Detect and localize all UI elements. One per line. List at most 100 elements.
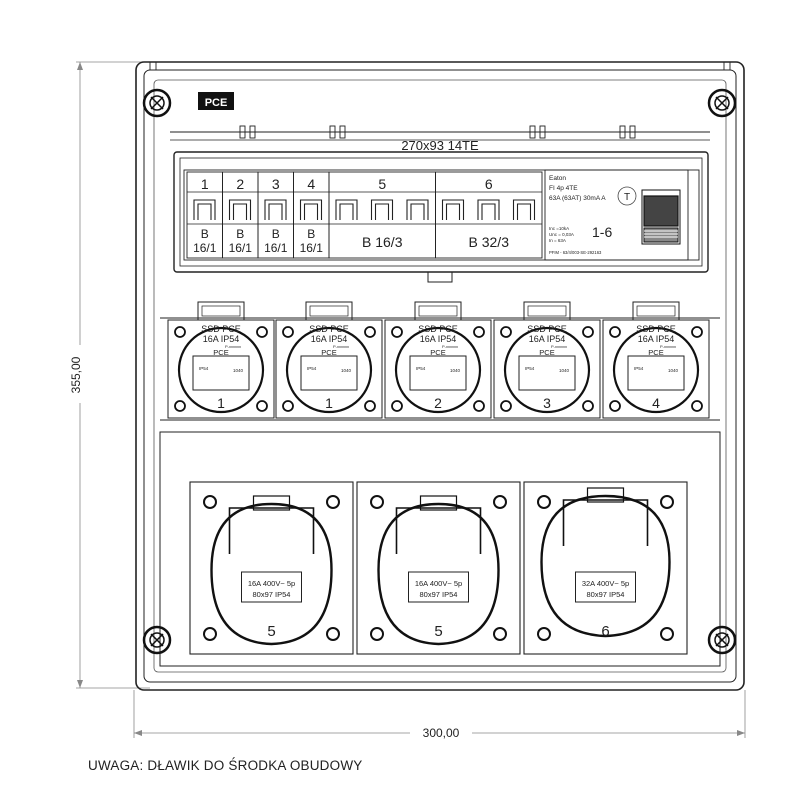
mount-screw-icon — [473, 400, 485, 412]
mount-screw-icon — [493, 495, 507, 509]
cee-label-line-2: 80x97 IP54 — [420, 590, 458, 599]
mount-screw-icon — [203, 495, 217, 509]
enclosure-size-label: 270x93 14TE — [401, 138, 479, 153]
socket-circuit-number: 1 — [217, 395, 225, 411]
socket-code: 1040 — [668, 368, 679, 373]
breaker-rating: B 32/3 — [469, 234, 510, 250]
dimension-height: 355,00 — [69, 356, 83, 393]
breaker-number: 6 — [485, 176, 493, 192]
socket-sub: P-xxxxxx — [442, 344, 458, 349]
mount-screw-icon — [660, 495, 674, 509]
installation-note: UWAGA: DŁAWIK DO ŚRODKA OBUDOWY — [88, 758, 363, 773]
mount-screw-icon — [609, 400, 621, 412]
rcd-line-2: FI 4p 4TE — [549, 185, 578, 192]
socket-circuit-number: 4 — [652, 395, 660, 411]
socket-rating: 16A IP54 — [311, 334, 348, 344]
rcd-spec-1: Inc =10kA — [549, 226, 569, 231]
mount-screw-icon — [326, 495, 340, 509]
mount-screw-icon — [582, 326, 594, 338]
mount-screw-icon — [391, 400, 403, 412]
rcd-line-3: 63A (63AT) 30mA A — [549, 195, 606, 202]
corner-screw-top-left — [142, 88, 172, 118]
cee-label-line-2: 80x97 IP54 — [253, 590, 291, 599]
socket-code: 1040 — [559, 368, 570, 373]
cee-label-line-1: 32A 400V~ 5p — [582, 579, 629, 588]
mount-screw-icon — [537, 627, 551, 641]
rcd-test-button — [617, 186, 637, 206]
mount-screw-icon — [256, 326, 268, 338]
breaker-number: 4 — [307, 176, 315, 192]
socket-logo: PCE — [321, 348, 336, 357]
mount-screw-icon — [326, 627, 340, 641]
corner-screw-bottom-right — [707, 625, 737, 655]
socket-sub: P-xxxxxx — [551, 344, 567, 349]
socket-rating: 16A IP54 — [420, 334, 457, 344]
socket-ip: IP54 — [307, 366, 317, 371]
socket-logo: PCE — [430, 348, 445, 357]
breaker-rating-value: 16/1 — [193, 241, 217, 255]
socket-sub: P-xxxxxx — [333, 344, 349, 349]
breaker-6: 6 B 32/3 — [435, 171, 543, 259]
mount-screw-icon — [691, 400, 703, 412]
mount-screw-icon — [660, 627, 674, 641]
cee-circuit-number: 5 — [267, 623, 275, 640]
breaker-rating-curve: B — [201, 227, 209, 241]
socket-code: 1040 — [341, 368, 352, 373]
socket-ip: IP54 — [634, 366, 644, 371]
breaker-rating: B 16/3 — [362, 234, 403, 250]
rcd-lever — [641, 189, 681, 245]
socket-maker: SSD PCE — [309, 324, 349, 334]
socket-circuit-number: 1 — [325, 395, 333, 411]
socket-logo: PCE — [539, 348, 554, 357]
mount-screw-icon — [364, 326, 376, 338]
mount-screw-icon — [500, 400, 512, 412]
mount-screw-icon — [609, 326, 621, 338]
mount-screw-icon — [473, 326, 485, 338]
mount-screw-icon — [203, 627, 217, 641]
mount-screw-icon — [174, 326, 186, 338]
breaker-number: 5 — [378, 176, 386, 192]
socket-rating: 16A IP54 — [529, 334, 566, 344]
rcd-part-number: PFIM - 63/4/003-SE-292163 — [549, 250, 602, 255]
mount-screw-icon — [364, 400, 376, 412]
cee-label-line-2: 80x97 IP54 — [587, 590, 625, 599]
socket-ip: IP54 — [525, 366, 535, 371]
mount-screw-icon — [500, 326, 512, 338]
enclosure-tabs — [149, 61, 731, 139]
mount-screw-icon — [282, 326, 294, 338]
breaker-number: 2 — [236, 176, 244, 192]
socket-maker: SSD PCE — [636, 324, 676, 334]
enclosure — [135, 61, 745, 691]
breaker-window — [173, 151, 709, 283]
cee-socket-1: 16A 400V~ 5p 80x97 IP54 5 — [189, 481, 354, 655]
brand-logo: PCE — [198, 92, 234, 110]
dimension-arrows — [77, 62, 745, 736]
breaker-number: 1 — [201, 176, 209, 192]
cee-label-line-1: 16A 400V~ 5p — [248, 579, 295, 588]
socket-ip: IP54 — [199, 366, 209, 371]
mount-screw-icon — [282, 400, 294, 412]
breaker-5: 5 B 16/3 — [328, 171, 436, 259]
socket-rating: 16A IP54 — [203, 334, 240, 344]
socket-circuit-number: 2 — [434, 395, 442, 411]
breaker-rating-curve: B — [236, 227, 244, 241]
socket-maker: SSD PCE — [418, 324, 458, 334]
mount-screw-icon — [174, 400, 186, 412]
rcd-module: Eaton FI 4p 4TE 63A (63AT) 30mA A T 1-6 … — [544, 169, 689, 261]
socket-ip: IP54 — [416, 366, 426, 371]
breaker-rating-value: 16/1 — [300, 241, 324, 255]
socket-maker: SSD PCE — [201, 324, 241, 334]
socket-maker: SSD PCE — [527, 324, 567, 334]
